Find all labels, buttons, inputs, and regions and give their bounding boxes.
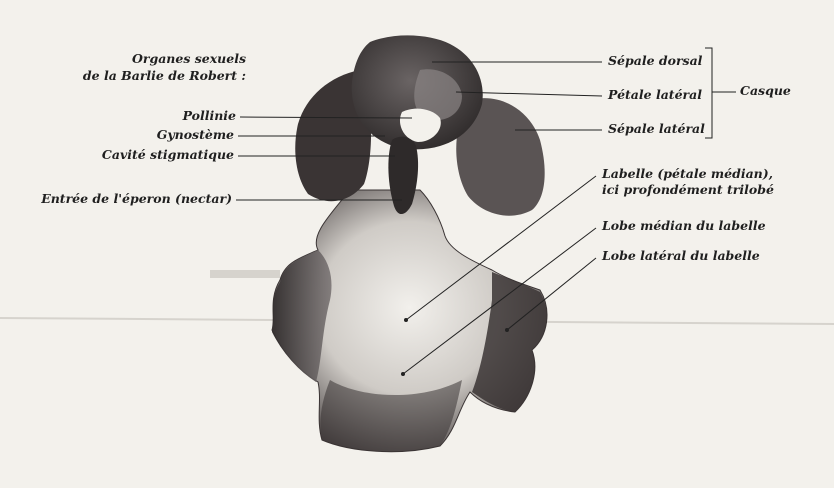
label-sepale-dorsal: Sépale dorsal xyxy=(608,53,702,69)
label-labelle: Labelle (pétale médian), ici profondémen… xyxy=(602,166,774,198)
label-gynosteme: Gynostème xyxy=(100,127,234,143)
casque-bracket xyxy=(705,48,712,138)
figure-title: Organes sexuels de la Barlie de Robert : xyxy=(40,50,246,84)
dot-labelle xyxy=(404,318,408,322)
label-casque: Casque xyxy=(740,83,791,99)
label-lobe-median: Lobe médian du labelle xyxy=(602,218,766,234)
label-petale-lateral: Pétale latéral xyxy=(608,87,702,103)
label-labelle-line1: Labelle (pétale médian), xyxy=(602,166,774,182)
label-entree-eperon: Entrée de l'éperon (nectar) xyxy=(6,191,232,207)
page-smudge xyxy=(210,270,280,278)
label-lobe-lateral: Lobe latéral du labelle xyxy=(602,248,760,264)
label-labelle-line2: ici profondément trilobé xyxy=(602,182,774,198)
figure-title-line2: de la Barlie de Robert : xyxy=(40,67,246,84)
label-pollinie: Pollinie xyxy=(100,108,236,124)
figure-title-line1: Organes sexuels xyxy=(40,50,246,67)
label-cavite-stigmatique: Cavité stigmatique xyxy=(60,147,234,163)
dot-lobe-lateral xyxy=(505,328,509,332)
dot-lobe-median xyxy=(401,372,405,376)
label-sepale-lateral: Sépale latéral xyxy=(608,121,705,137)
